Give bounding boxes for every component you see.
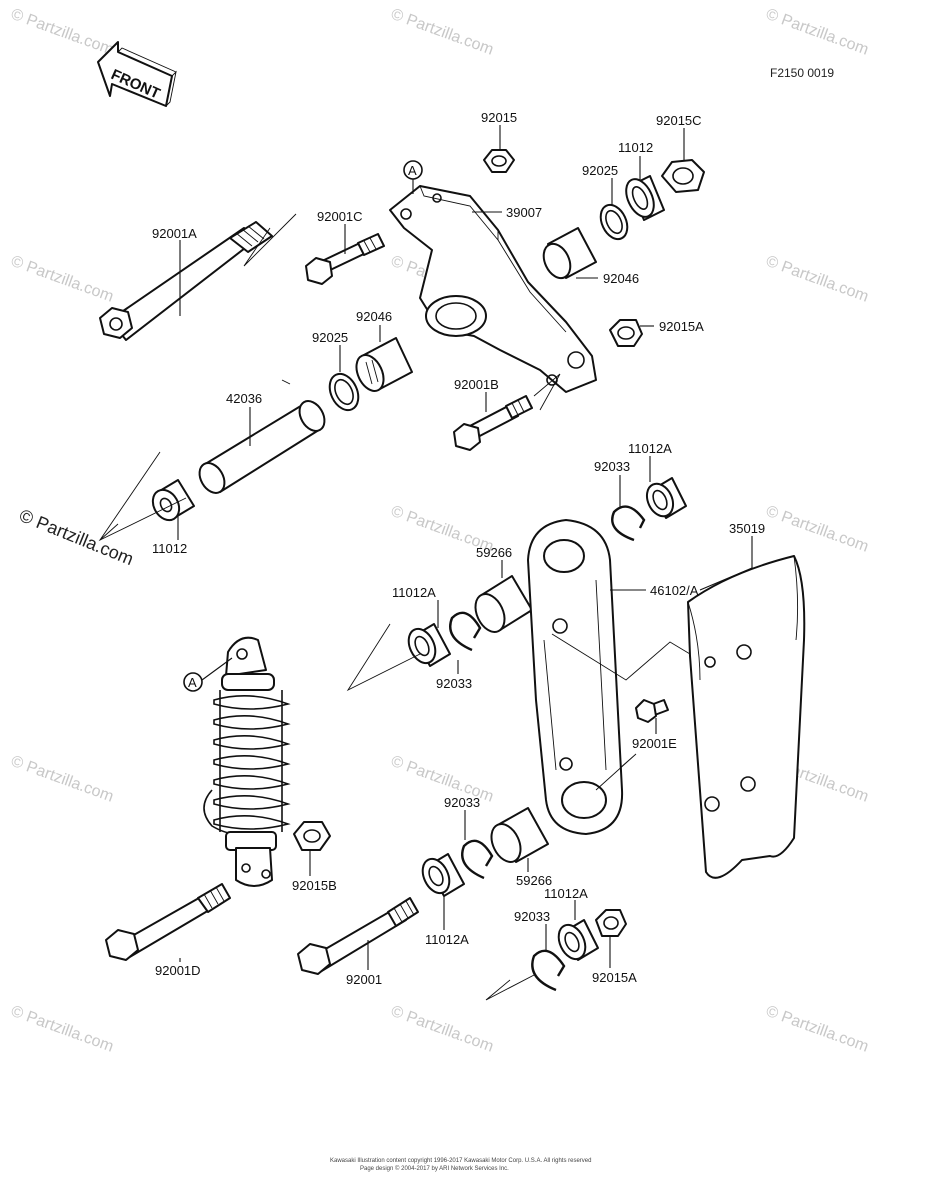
ref-marker-shock: A	[183, 657, 233, 692]
label-11012A-low: 11012A	[425, 932, 469, 947]
bearing-11012A-top	[645, 477, 687, 519]
nut-92015C	[661, 159, 705, 193]
part-labels: 92015 92015C 11012 92025 92001C 39007 92…	[152, 110, 765, 987]
label-92015: 92015	[481, 110, 517, 125]
circlip-92033-bottom	[531, 949, 566, 992]
bearing-11012A-mid	[407, 623, 451, 667]
label-11012-left: 11012	[152, 541, 187, 556]
watermark: © Partzilla.com	[764, 503, 871, 556]
guide-lines	[98, 213, 691, 1001]
label-92001C: 92001C	[317, 209, 363, 224]
label-59266-top: 59266	[476, 545, 512, 560]
svg-text:A: A	[188, 675, 197, 690]
label-92001: 92001	[346, 972, 382, 987]
ring-92025-top	[599, 203, 629, 241]
label-92033-mid: 92033	[436, 676, 472, 691]
watermark: © Partzilla.com	[389, 6, 496, 59]
label-92046-left: 92046	[356, 309, 392, 324]
label-92046-right: 92046	[603, 271, 639, 286]
label-92001E: 92001E	[632, 736, 677, 751]
label-46102A: 46102/A	[650, 583, 699, 598]
bearing-11012A-bottom	[557, 919, 599, 961]
diagram-code: F2150 0019	[770, 66, 834, 80]
front-arrow-badge: FRONT	[97, 41, 177, 107]
watermark: © Partzilla.com	[389, 1003, 496, 1056]
nut-92015B	[293, 821, 331, 851]
bearing-11012A-low	[421, 853, 465, 897]
nut-92015A-top	[609, 319, 643, 347]
collar-42036	[198, 400, 326, 494]
rocker-arm-39007	[389, 185, 597, 393]
ring-92025-left	[328, 372, 360, 412]
watermark: © Partzilla.com	[9, 753, 116, 806]
watermark: © Partzilla.com	[764, 1003, 871, 1056]
bearing-11012-top	[625, 175, 665, 221]
guard-35019	[687, 555, 806, 879]
bolt-92001C	[305, 233, 385, 285]
label-92001A: 92001A	[152, 226, 197, 241]
needle-bearing-92046-left	[355, 337, 413, 392]
ref-marker-rocker: A	[403, 160, 423, 194]
label-92015A-bottom: 92015A	[592, 970, 637, 985]
watermark: © Partzilla.com	[9, 6, 116, 59]
bushing-59266-low	[490, 807, 549, 863]
label-92033-top: 92033	[594, 459, 630, 474]
label-42036: 42036	[226, 391, 262, 406]
side-watermark: © Partzilla.com	[17, 505, 137, 569]
label-11012A-bottom: 11012A	[544, 886, 588, 901]
circlip-92033-top	[611, 505, 646, 542]
leader-lines	[177, 125, 753, 970]
watermark: © Partzilla.com	[9, 1003, 116, 1056]
needle-bearing-92046-right	[542, 227, 597, 280]
circlip-92033-low	[461, 839, 494, 880]
bolt-92001E	[635, 699, 669, 723]
label-11012A-mid: 11012A	[392, 585, 436, 600]
label-35019: 35019	[729, 521, 765, 536]
label-92033-low: 92033	[444, 795, 480, 810]
svg-text:A: A	[408, 163, 417, 178]
shock-absorber	[203, 636, 291, 887]
label-92001D: 92001D	[155, 963, 201, 978]
label-92025-top: 92025	[582, 163, 618, 178]
label-92015C: 92015C	[656, 113, 702, 128]
copyright-footer: Kawasaki Illustration content copyright …	[330, 1158, 591, 1172]
bolt-92001A	[99, 221, 273, 341]
watermark: © Partzilla.com	[764, 253, 871, 306]
circlip-92033-mid	[449, 611, 482, 652]
bolt-92001B	[453, 395, 533, 451]
copyright-line-2: Page design © 2004-2017 by ARI Network S…	[360, 1165, 509, 1172]
watermark: © Partzilla.com	[764, 6, 871, 59]
nut-92015A-bottom	[595, 909, 627, 937]
label-92033-bottom: 92033	[514, 909, 550, 924]
label-92001B: 92001B	[454, 377, 499, 392]
bolt-92001	[297, 897, 419, 975]
label-11012-top: 11012	[618, 140, 653, 155]
bearing-11012-left	[151, 479, 195, 522]
watermark: © Partzilla.com	[9, 253, 116, 306]
label-39007: 39007	[506, 205, 542, 220]
bolt-92001D	[105, 883, 231, 961]
label-92025-left: 92025	[312, 330, 348, 345]
label-59266-low: 59266	[516, 873, 552, 888]
label-92015B: 92015B	[292, 878, 337, 893]
copyright-line-1: Kawasaki Illustration content copyright …	[330, 1158, 591, 1164]
tie-rod-46102A	[527, 519, 624, 835]
label-92015A-top: 92015A	[659, 319, 704, 334]
nut-92015	[483, 149, 515, 173]
label-11012A-top: 11012A	[628, 441, 672, 456]
